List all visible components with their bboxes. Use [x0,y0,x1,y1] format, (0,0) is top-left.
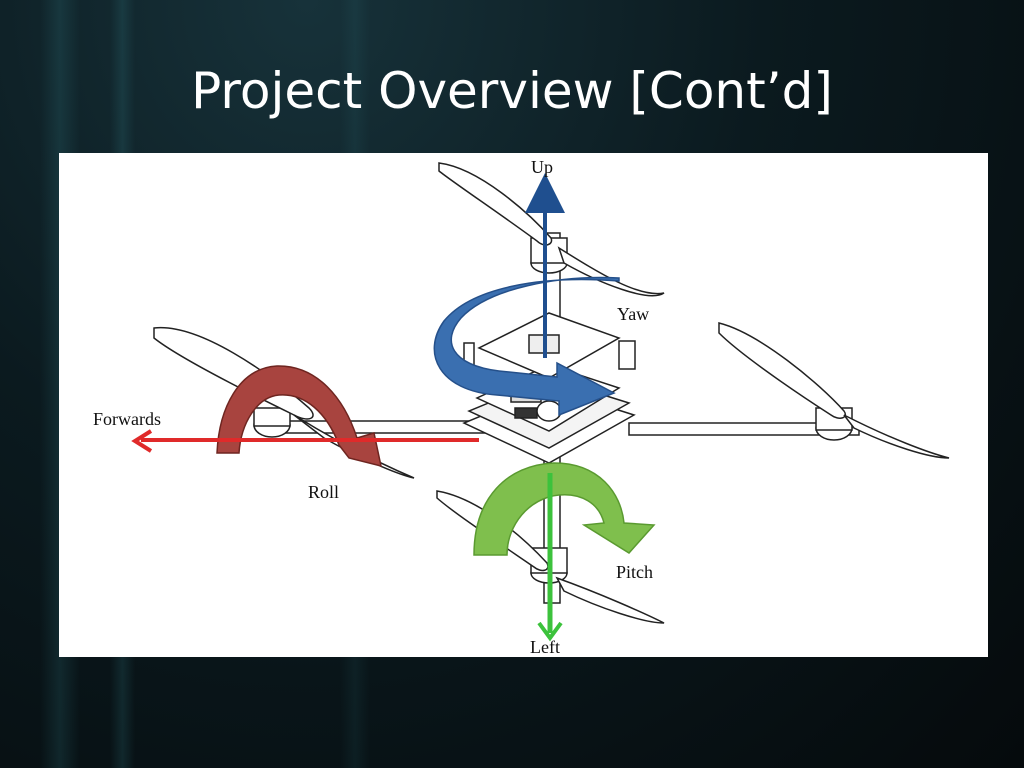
quadcopter-svg: Up Yaw Forwards Roll Pitch Left [93,157,950,657]
quadcopter-diagram: Up Yaw Forwards Roll Pitch Left [59,153,988,657]
label-left: Left [530,637,560,657]
forwards-arrowhead [131,429,153,453]
label-yaw: Yaw [617,304,649,324]
yaw-arrow [433,276,620,417]
pitch-arrow [473,462,656,556]
label-roll: Roll [308,482,339,502]
label-up: Up [531,157,553,177]
left-arrowhead [537,621,563,642]
slide-title: Project Overview [Cont’d] [191,62,833,120]
label-forwards: Forwards [93,409,161,429]
label-pitch: Pitch [616,562,653,582]
